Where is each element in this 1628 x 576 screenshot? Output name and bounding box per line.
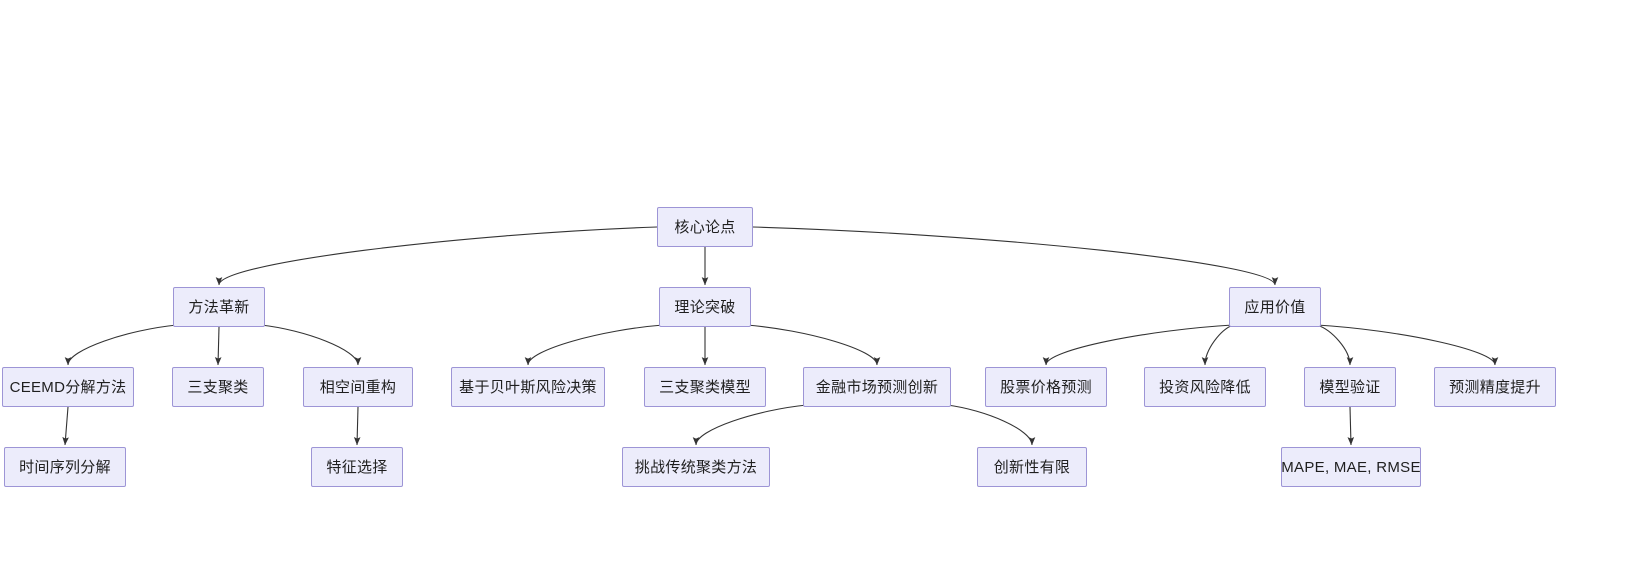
node-label: 金融市场预测创新 <box>815 378 939 396</box>
node-label: 挑战传统聚类方法 <box>634 458 758 476</box>
node-l2g[interactable]: 股票价格预测 <box>985 367 1107 407</box>
edge-l2i-to-l3e <box>1347 406 1355 446</box>
node-label: 模型验证 <box>1319 378 1381 396</box>
node-label: 预测精度提升 <box>1449 378 1541 396</box>
node-label: 三支聚类 <box>187 378 249 396</box>
edge-l2c-to-l3b <box>353 406 361 446</box>
node-l1c[interactable]: 应用价值 <box>1229 287 1321 327</box>
edge-l1b-to-l2f <box>746 324 881 366</box>
edge-l2f-to-l3d <box>946 404 1036 446</box>
node-l3b[interactable]: 特征选择 <box>311 447 403 487</box>
node-label: 三支聚类模型 <box>659 378 751 396</box>
node-l1a[interactable]: 方法革新 <box>173 287 265 327</box>
node-label: 投资风险降低 <box>1159 378 1251 396</box>
edge-l1b-to-l2d <box>524 324 664 366</box>
edge-l2a-to-l3a <box>62 406 69 446</box>
node-root[interactable]: 核心论点 <box>657 207 753 247</box>
node-label: 创新性有限 <box>993 458 1071 476</box>
node-label: CEEMD分解方法 <box>9 378 127 396</box>
node-l1b[interactable]: 理论突破 <box>659 287 751 327</box>
node-l3e[interactable]: MAPE, MAE, RMSE <box>1281 447 1421 487</box>
node-label: 时间序列分解 <box>19 458 111 476</box>
node-label: 基于贝叶斯风险决策 <box>459 378 597 396</box>
edge-l2f-to-l3c <box>692 404 808 446</box>
node-l3a[interactable]: 时间序列分解 <box>4 447 126 487</box>
node-label: 相空间重构 <box>319 378 397 396</box>
node-label: 股票价格预测 <box>1000 378 1092 396</box>
node-l2b[interactable]: 三支聚类 <box>172 367 264 407</box>
edge-l1c-to-l2h <box>1201 324 1234 366</box>
node-l2f[interactable]: 金融市场预测创新 <box>803 367 951 407</box>
node-l2i[interactable]: 模型验证 <box>1304 367 1396 407</box>
node-l2d[interactable]: 基于贝叶斯风险决策 <box>451 367 605 407</box>
edge-root-to-l1a <box>215 226 658 286</box>
edge-root-to-l1c <box>752 226 1279 286</box>
edge-l1c-to-l2g <box>1042 324 1234 366</box>
node-label: 核心论点 <box>674 218 736 236</box>
edge-l1a-to-l2a <box>64 324 178 366</box>
node-l3c[interactable]: 挑战传统聚类方法 <box>622 447 770 487</box>
node-label: MAPE, MAE, RMSE <box>1281 458 1421 476</box>
node-l2j[interactable]: 预测精度提升 <box>1434 367 1556 407</box>
edge-l1c-to-l2i <box>1316 324 1354 366</box>
node-l2h[interactable]: 投资风险降低 <box>1144 367 1266 407</box>
node-label: 特征选择 <box>326 458 388 476</box>
edge-l1c-to-l2j <box>1316 324 1499 366</box>
edge-l1a-to-l2c <box>260 324 362 366</box>
edge-group <box>62 226 1499 446</box>
node-label: 应用价值 <box>1244 298 1306 316</box>
node-l2a[interactable]: CEEMD分解方法 <box>2 367 134 407</box>
node-label: 理论突破 <box>674 298 736 316</box>
node-l2e[interactable]: 三支聚类模型 <box>644 367 766 407</box>
node-label: 方法革新 <box>188 298 250 316</box>
edge-l1a-to-l2b <box>214 326 222 366</box>
node-l3d[interactable]: 创新性有限 <box>977 447 1087 487</box>
node-l2c[interactable]: 相空间重构 <box>303 367 413 407</box>
